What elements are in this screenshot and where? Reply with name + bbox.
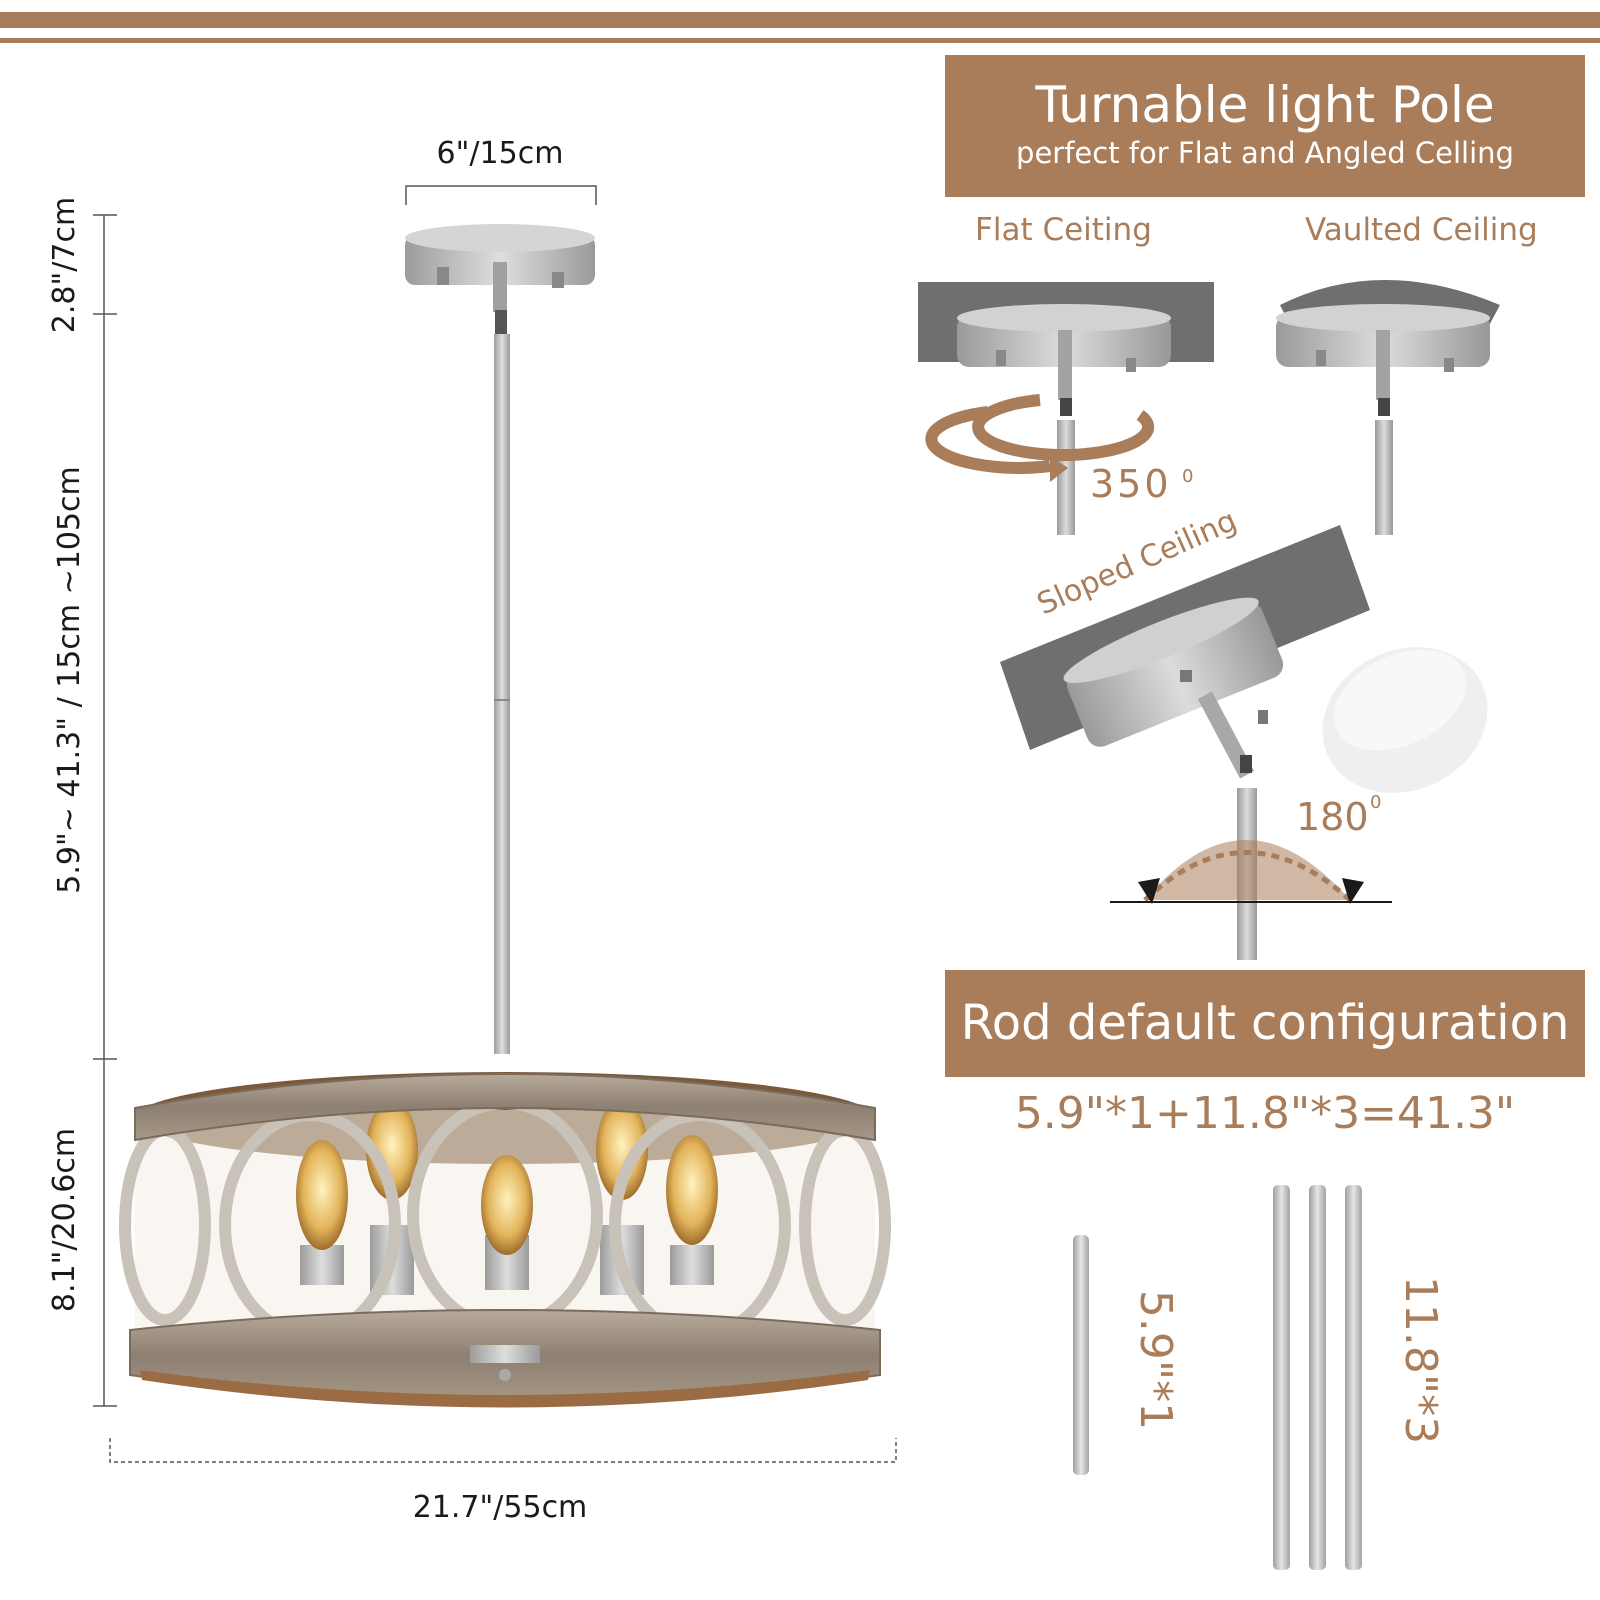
rod-pieces-illustration [1073,1185,1362,1570]
chandelier-illustration [93,185,897,1463]
canopy [405,224,595,334]
shade-width-label: 21.7"/55cm [412,1490,588,1525]
turnable-pole-subtitle: perfect for Flat and Angled Celling [1016,136,1514,170]
flat-rotation-value: 350 [1090,462,1172,506]
rod-config-panel: Rod default configuration [945,970,1585,1077]
rod-length-label: 5.9"~ 41.3" / 15cm ~105cm [52,466,87,894]
ceiling-mount-diagrams: 350 0 Sloped Ceiling 180 0 [918,280,1500,960]
sloped-rotation-unit: 0 [1370,792,1381,813]
canopy-height-label: 2.8"/7cm [47,196,82,334]
short-rod [1073,1235,1089,1475]
turnable-pole-panel: Turnable light Pole perfect for Flat and… [945,55,1585,197]
top-accent-bar [0,12,1600,28]
turnable-pole-title: Turnable light Pole [1035,76,1495,134]
rod-config-title: Rod default configuration [960,995,1570,1051]
bulbs [296,1100,718,1295]
rod [494,334,510,1054]
long-rod-label: 11.8"*3 [1395,1275,1446,1445]
canopy-width-label: 6"/15cm [436,136,564,171]
vaulted-ceiling-label: Vaulted Ceiling [1305,212,1538,248]
shade-height-label: 8.1"/20.6cm [47,1127,82,1313]
top-accent-line [0,38,1600,43]
short-rod-label: 5.9"*1 [1130,1289,1181,1431]
flat-ceiling-label: Flat Ceiting [975,212,1152,248]
flat-rotation-unit: 0 [1182,466,1193,487]
vaulted-ceiling-diagram [1276,280,1500,535]
flat-ceiling-diagram [918,282,1214,535]
long-rods [1273,1185,1362,1570]
sloped-ceiling-diagram [1000,525,1488,960]
dimension-lines [93,185,897,1463]
rod-config-formula: 5.9"*1+11.8"*3=41.3" [1014,1088,1516,1139]
sloped-rotation-value: 180 [1296,795,1369,839]
